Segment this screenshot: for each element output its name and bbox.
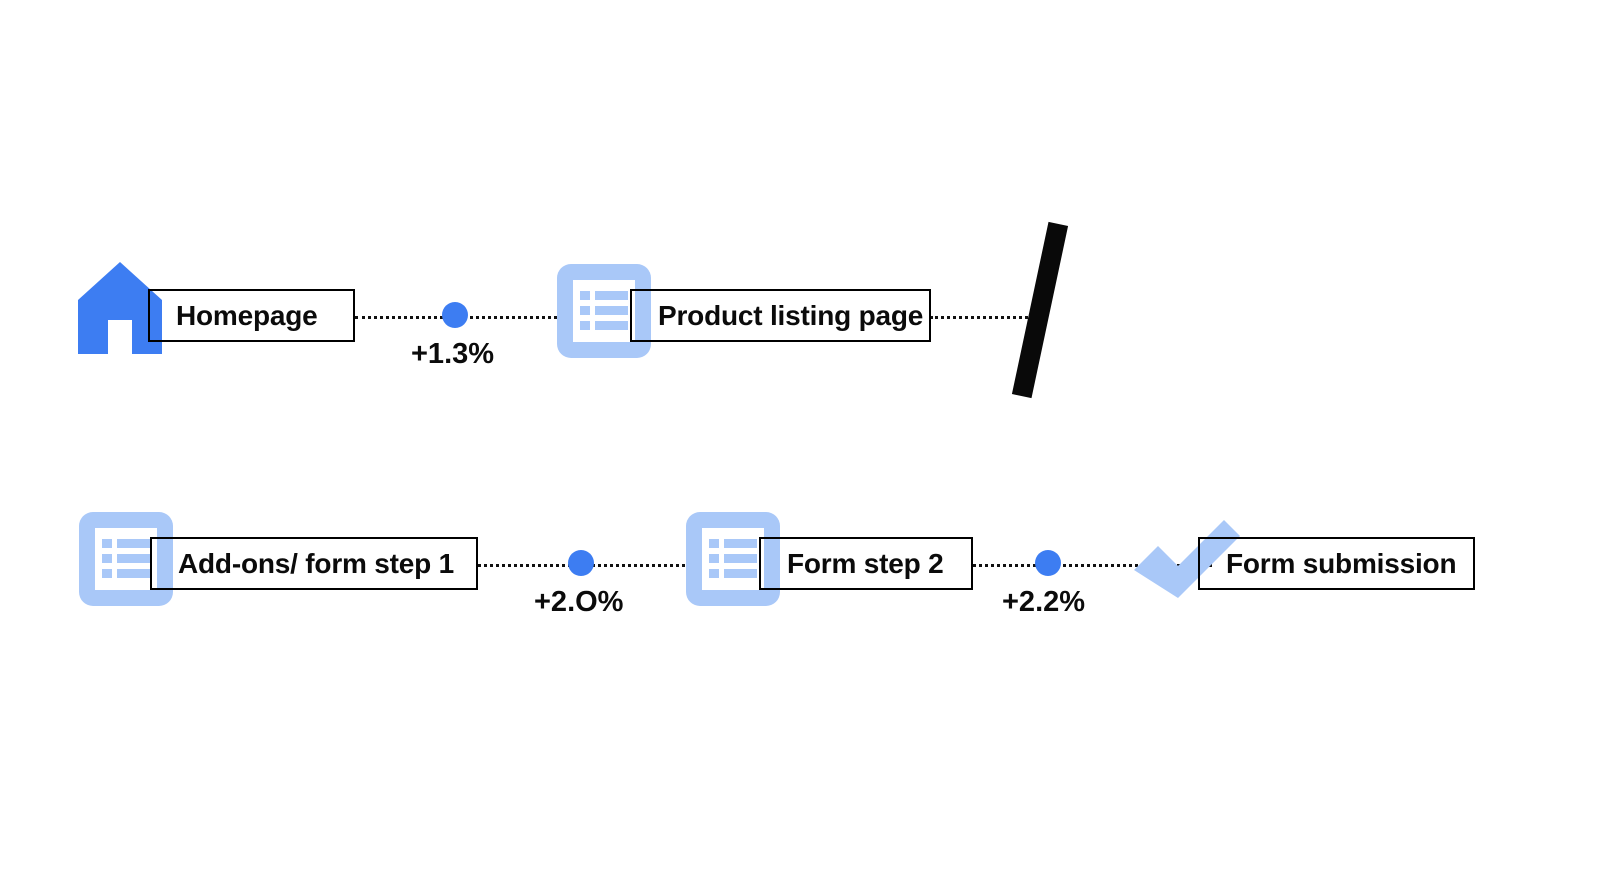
node-form-submission[interactable]: Form submission <box>1198 537 1475 590</box>
connector-addons-to-form-step-2 <box>478 564 733 567</box>
list-page-icon <box>557 264 651 358</box>
connector-form-step-2-to-form-submission <box>972 564 1212 567</box>
list-page-icon <box>686 512 780 606</box>
delta-label-2: +2.O% <box>534 586 624 618</box>
delta-dot-1 <box>442 302 468 328</box>
home-icon <box>78 262 162 354</box>
connector-homepage-to-product-listing <box>355 316 605 319</box>
node-product-listing-page-label: Product listing page <box>658 299 924 331</box>
delta-dot-3 <box>1035 550 1061 576</box>
node-form-submission-label: Form submission <box>1226 547 1457 579</box>
node-add-ons-form-step-1-label: Add-ons/ form step 1 <box>178 547 455 579</box>
node-homepage[interactable]: Homepage <box>148 289 355 342</box>
delta-dot-2 <box>568 550 594 576</box>
delta-label-1: +1.3% <box>411 338 495 370</box>
list-page-icon <box>79 512 173 606</box>
checkmark-icon <box>1128 508 1246 618</box>
connector-product-listing-to-slash <box>930 316 1045 319</box>
node-form-step-2[interactable]: Form step 2 <box>759 537 973 590</box>
node-product-listing-page[interactable]: Product listing page <box>630 289 931 342</box>
node-form-step-2-label: Form step 2 <box>787 547 944 579</box>
delta-label-3: +2.2% <box>1002 586 1086 618</box>
slash-divider-icon <box>1011 221 1069 399</box>
node-add-ons-form-step-1[interactable]: Add-ons/ form step 1 <box>150 537 478 590</box>
node-homepage-label: Homepage <box>176 299 318 331</box>
